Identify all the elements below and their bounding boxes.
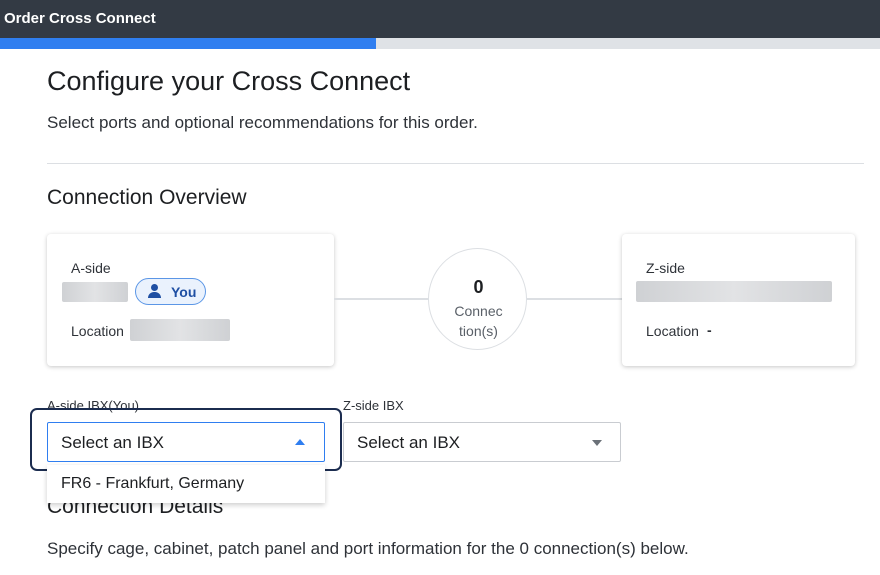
caret-down-icon <box>592 440 602 446</box>
you-badge-label: You <box>171 284 197 300</box>
z-side-location-value: - <box>707 322 712 338</box>
a-side-ibx-value: Select an IBX <box>61 433 165 452</box>
ibx-option-fr6[interactable]: FR6 - Frankfurt, Germany <box>61 475 245 492</box>
z-side-label: Z-side <box>646 260 685 276</box>
progress-bar-fill <box>0 38 376 49</box>
connector-line-right <box>527 298 622 300</box>
top-bar: Order Cross Connect <box>0 0 880 38</box>
z-side-name-redacted <box>636 281 832 302</box>
page-subtitle: Select ports and optional recommendation… <box>47 113 478 132</box>
connection-overview-title: Connection Overview <box>47 186 247 209</box>
connector-line-left <box>334 298 429 300</box>
connection-details-description: Specify cage, cabinet, patch panel and p… <box>47 539 689 558</box>
a-side-name-redacted <box>62 282 128 302</box>
connection-count-label-line1: Connec <box>454 303 503 319</box>
divider <box>47 163 864 164</box>
connection-count-label: Connec tion(s) <box>429 301 528 341</box>
connection-count-label-line2: tion(s) <box>459 323 498 339</box>
a-side-location-label: Location <box>71 323 124 339</box>
page-title: Configure your Cross Connect <box>47 66 411 96</box>
caret-up-icon <box>295 439 305 445</box>
person-icon <box>148 284 161 298</box>
z-side-ibx-value: Select an IBX <box>357 433 461 452</box>
z-side-location-label: Location <box>646 323 699 339</box>
connection-count-circle: 0 Connec tion(s) <box>428 248 527 350</box>
a-side-location-redacted <box>130 319 230 341</box>
you-badge: You <box>135 278 206 305</box>
progress-bar <box>0 38 880 49</box>
a-side-label: A-side <box>71 260 111 276</box>
z-side-ibx-select[interactable]: Select an IBX <box>343 422 621 462</box>
ibx-dropdown-menu: FR6 - Frankfurt, Germany <box>47 465 325 503</box>
connection-count: 0 <box>473 277 484 297</box>
app-title: Order Cross Connect <box>4 10 156 27</box>
z-side-ibx-label: Z-side IBX <box>343 398 404 413</box>
a-side-ibx-select[interactable]: Select an IBX <box>47 422 325 462</box>
